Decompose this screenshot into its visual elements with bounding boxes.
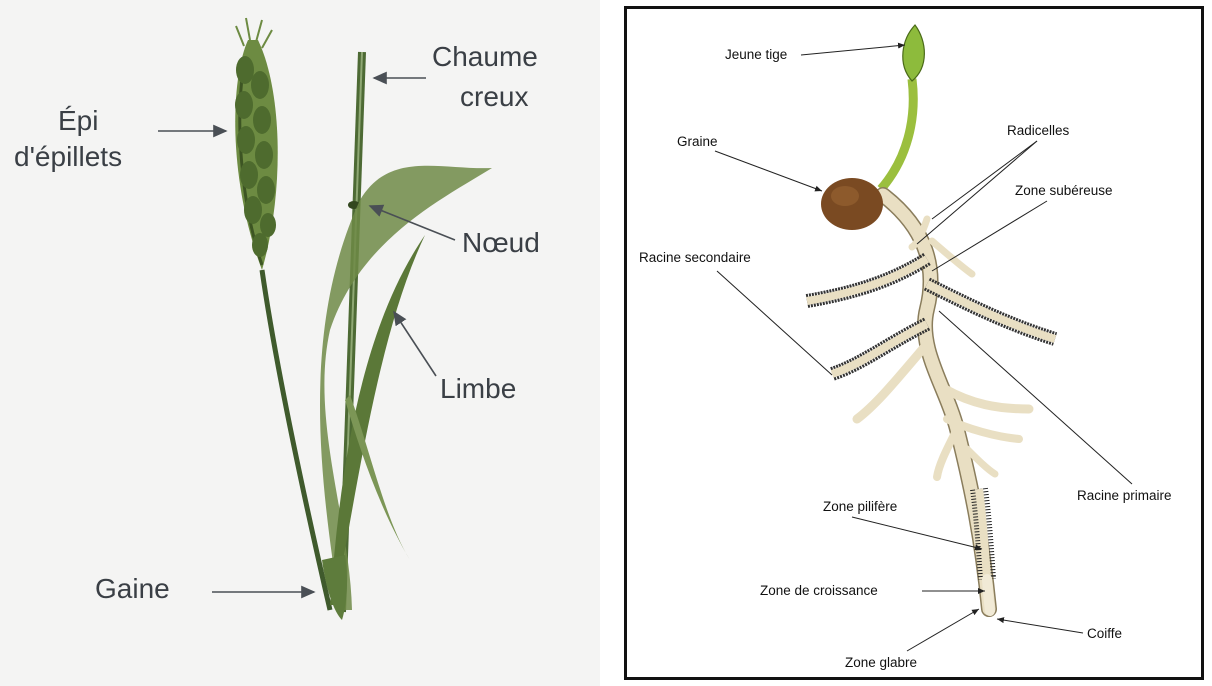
label-noeud: Nœud xyxy=(462,227,540,258)
label-coiffe: Coiffe xyxy=(1087,626,1122,641)
label-zone-pilifere: Zone pilifère xyxy=(823,499,897,514)
root-cap xyxy=(987,579,990,611)
label-zone-croissance: Zone de croissance xyxy=(760,583,878,598)
arrow-limbe xyxy=(394,312,436,376)
leader-racine-secondaire xyxy=(717,271,832,375)
wheat-plant-illustration: Épi d'épillets Chaume creux Nœud Limbe G… xyxy=(0,0,600,686)
leader-zone-subereuse xyxy=(932,201,1047,271)
leader-coiffe xyxy=(997,619,1083,633)
seedling-root-illustration: Jeune tige Graine Radicelles Zone subére… xyxy=(627,9,1201,677)
label-racine-secondaire: Racine secondaire xyxy=(639,250,751,265)
ear-of-spikelets xyxy=(235,18,278,270)
leader-jeune-tige xyxy=(801,45,905,55)
label-creux: creux xyxy=(460,81,528,112)
label-graine: Graine xyxy=(677,134,718,149)
young-shoot xyxy=(881,25,924,189)
label-zone-subereuse: Zone subéreuse xyxy=(1015,183,1113,198)
label-racine-primaire: Racine primaire xyxy=(1077,488,1172,503)
label-radicelles: Radicelles xyxy=(1007,123,1070,138)
label-epi: Épi xyxy=(58,105,98,136)
leader-zone-glabre xyxy=(907,609,979,651)
label-zone-glabre: Zone glabre xyxy=(845,655,917,670)
leader-radicelles-1 xyxy=(932,141,1037,219)
label-jeune-tige: Jeune tige xyxy=(725,47,787,62)
ear-stalk xyxy=(262,270,330,610)
seedling-root-panel: Jeune tige Graine Radicelles Zone subére… xyxy=(624,6,1204,680)
leader-graine xyxy=(715,151,822,191)
wheat-plant-panel: Épi d'épillets Chaume creux Nœud Limbe G… xyxy=(0,0,600,686)
label-gaine: Gaine xyxy=(95,573,170,604)
leader-zone-pilifere xyxy=(852,517,982,549)
label-limbe: Limbe xyxy=(440,373,516,404)
label-epillets: d'épillets xyxy=(14,141,122,172)
label-chaume: Chaume xyxy=(432,41,538,72)
